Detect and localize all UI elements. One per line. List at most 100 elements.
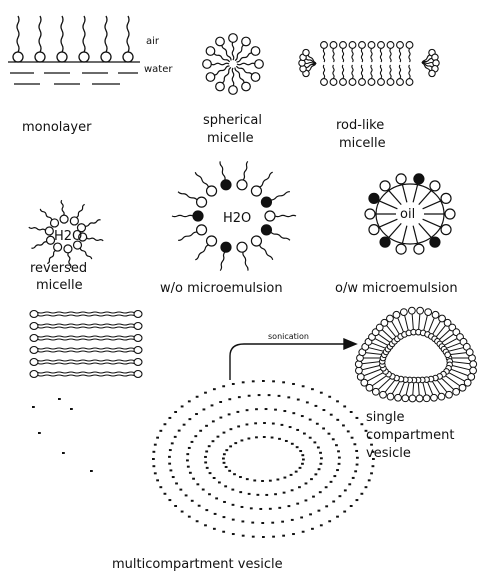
- lipid-tail: [352, 49, 353, 62]
- surfactant-head: [197, 197, 207, 207]
- membrane-dot: [269, 480, 272, 482]
- lipid-tail: [390, 65, 391, 78]
- lipid-tail: [38, 363, 134, 364]
- membrane-dot: [360, 423, 363, 425]
- lipid-tail: [87, 238, 104, 241]
- membrane-dot: [169, 449, 172, 451]
- membrane-dot: [174, 505, 177, 507]
- lipid-head: [206, 47, 215, 56]
- membrane-dot: [222, 458, 225, 460]
- stray-dot: [62, 452, 65, 454]
- membrane-dot: [299, 467, 302, 469]
- membrane-dot: [320, 392, 323, 394]
- membrane-dot: [186, 453, 189, 455]
- membrane-dot: [372, 465, 375, 467]
- lipid-tail: [38, 375, 134, 376]
- membrane-dot: [219, 401, 222, 403]
- stray-dot: [38, 432, 41, 434]
- membrane-dot: [208, 493, 211, 495]
- surfactant-head: [265, 211, 275, 221]
- membrane-dot: [356, 457, 359, 459]
- surfactant-tail: [413, 185, 417, 203]
- surfactant-head: [441, 225, 451, 235]
- membrane-dot: [230, 428, 233, 430]
- lipid-tail: [17, 16, 19, 52]
- lipid-head: [378, 79, 385, 86]
- membrane-dot: [242, 381, 245, 383]
- lipid-head: [60, 215, 68, 223]
- surfactant-tail: [419, 191, 431, 205]
- membrane-dot: [301, 454, 304, 456]
- lipid-tail: [399, 65, 400, 78]
- membrane-dot: [262, 536, 265, 538]
- monolayer-figure: [8, 16, 140, 84]
- lipid-tail: [39, 16, 41, 52]
- lipid-head: [57, 52, 67, 62]
- lipid-head: [321, 79, 328, 86]
- lipid-tail: [361, 65, 362, 78]
- lipid-tail: [38, 312, 134, 313]
- membrane-dot: [368, 437, 371, 439]
- membrane-dot: [154, 472, 157, 474]
- membrane-dot: [285, 440, 288, 442]
- stray-dot: [90, 470, 93, 472]
- lipid-head: [387, 42, 394, 49]
- membrane-dot: [315, 405, 318, 407]
- membrane-dot: [343, 511, 346, 513]
- membrane-dot: [185, 494, 188, 496]
- lipid-tail: [380, 49, 381, 62]
- lipid-head: [134, 347, 142, 354]
- lipid-head: [101, 52, 111, 62]
- lipid-head: [242, 37, 251, 46]
- lipid-tail: [371, 49, 372, 62]
- membrane-dot: [192, 478, 195, 480]
- ow-label: o/w microemulsion: [335, 281, 458, 296]
- membrane-dot: [191, 500, 194, 502]
- lipid-head: [251, 47, 260, 56]
- surfactant-head: [430, 181, 440, 191]
- lipid-tail: [38, 315, 134, 316]
- membrane-dot: [372, 458, 375, 460]
- lipid-head: [134, 371, 142, 378]
- bilayer-outer-head: [372, 388, 379, 395]
- membrane-dot: [171, 442, 174, 444]
- lipid-head: [30, 323, 38, 330]
- membrane-dot: [265, 494, 268, 496]
- membrane-dot: [313, 441, 316, 443]
- surfactant-tail: [275, 215, 296, 216]
- membrane-dot: [225, 466, 228, 468]
- membrane-dot: [172, 476, 175, 478]
- membrane-dot: [319, 491, 322, 493]
- membrane-dot: [271, 437, 274, 439]
- lipid-head: [349, 42, 356, 49]
- lipid-tail: [222, 45, 231, 61]
- membrane-dot: [299, 450, 302, 452]
- membrane-dot: [287, 396, 290, 398]
- lipid-tail: [38, 351, 134, 352]
- membrane-dot: [298, 486, 301, 488]
- lipid-head: [134, 359, 142, 366]
- membrane-dot: [259, 508, 262, 510]
- membrane-dot: [342, 424, 345, 426]
- lipid-tail: [211, 63, 229, 65]
- surfactant-tail: [379, 219, 397, 227]
- lipid-head: [359, 79, 366, 86]
- membrane-dot: [241, 506, 244, 508]
- lipid-head: [203, 60, 212, 69]
- lipid-tail: [237, 53, 253, 62]
- membrane-dot: [283, 492, 286, 494]
- membrane-dot: [302, 531, 305, 533]
- membrane-dot: [232, 383, 235, 385]
- lipid-head: [406, 42, 413, 49]
- lipid-tail: [342, 49, 343, 62]
- membrane-dot: [305, 482, 308, 484]
- stray-dot: [70, 408, 73, 410]
- surfactant-tail: [389, 191, 401, 205]
- sonication-arrow: [230, 339, 356, 380]
- membrane-dot: [254, 422, 257, 424]
- membrane-dot: [296, 446, 299, 448]
- membrane-dot: [241, 439, 244, 441]
- membrane-dot: [175, 482, 178, 484]
- lipid-head: [13, 52, 23, 62]
- lipid-head: [79, 52, 89, 62]
